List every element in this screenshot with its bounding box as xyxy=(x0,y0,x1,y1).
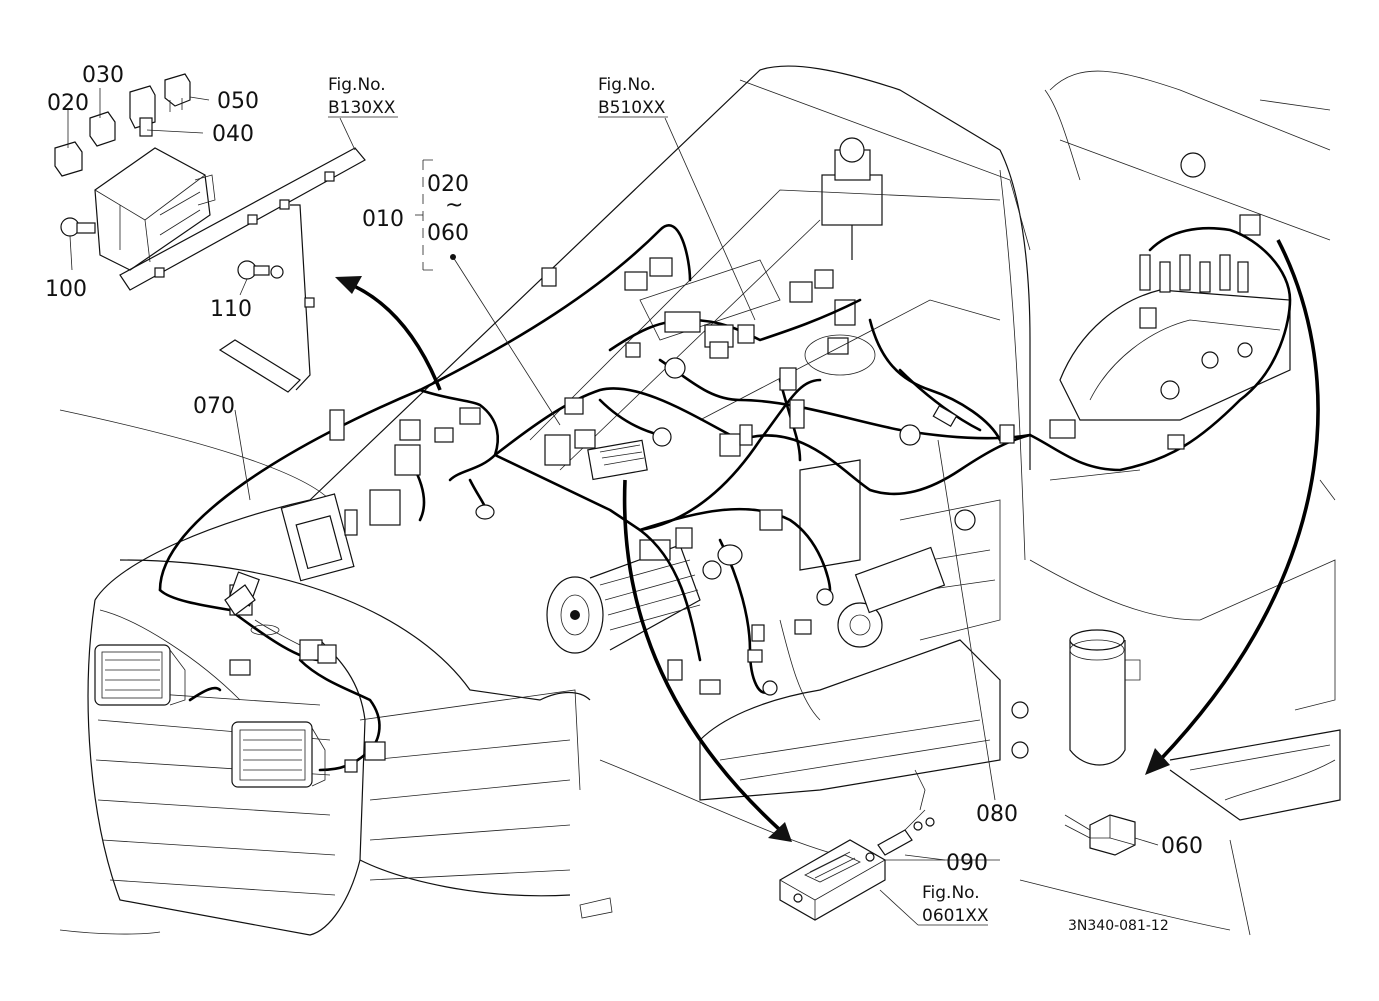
callout-060: 060 xyxy=(1161,834,1203,859)
fig-ref-b510-number: B510XX xyxy=(598,98,666,118)
hood-clip xyxy=(224,584,301,646)
callout-040: 040 xyxy=(212,122,254,147)
fig-ref-b130-number: B130XX xyxy=(328,98,396,118)
hood-sensor xyxy=(804,137,883,376)
hood-panel-lines xyxy=(529,189,1001,471)
headlight-right xyxy=(231,721,326,788)
part-callouts: 030 020 050 040 100 110 010 020 ~ 060 07… xyxy=(45,63,1203,876)
fig-ref-b510-title: Fig.No. xyxy=(598,75,656,95)
leader-lines xyxy=(67,88,1159,926)
rear-connector-panel xyxy=(1049,152,1291,439)
fig-ref-0601-title: Fig.No. xyxy=(922,883,980,903)
fig-ref-b130-title: Fig.No. xyxy=(328,75,386,95)
relay-060-detail xyxy=(1064,814,1136,856)
figure-references: Fig.No. B130XX Fig.No. B510XX Fig.No. 06… xyxy=(328,75,989,926)
callout-060-range-end: 060 xyxy=(427,221,469,246)
inset-heater-plate xyxy=(779,769,935,921)
filler-neck xyxy=(1069,629,1141,766)
callout-080: 080 xyxy=(976,802,1018,827)
inset-fuse-parts xyxy=(54,73,366,393)
engine-block xyxy=(699,459,1029,801)
drawing-code: 3N340-081-12 xyxy=(1068,918,1169,934)
callout-100: 100 xyxy=(45,277,87,302)
callout-090: 090 xyxy=(946,851,988,876)
reference-arrows xyxy=(335,239,1320,842)
harness-connectors xyxy=(228,257,1185,773)
alternator xyxy=(546,539,701,654)
callout-010: 010 xyxy=(362,207,404,232)
callout-030: 030 xyxy=(82,63,124,88)
callout-050: 050 xyxy=(217,89,259,114)
fig-ref-0601-number: 0601XX xyxy=(922,906,989,926)
callout-110: 110 xyxy=(210,297,252,322)
tractor-body-outline xyxy=(59,65,1341,936)
callout-020-range-start: 020 xyxy=(427,172,469,197)
callout-020: 020 xyxy=(47,91,89,116)
callout-070: 070 xyxy=(193,394,235,419)
callout-range-tilde: ~ xyxy=(445,193,463,218)
headlight-left xyxy=(94,644,186,706)
